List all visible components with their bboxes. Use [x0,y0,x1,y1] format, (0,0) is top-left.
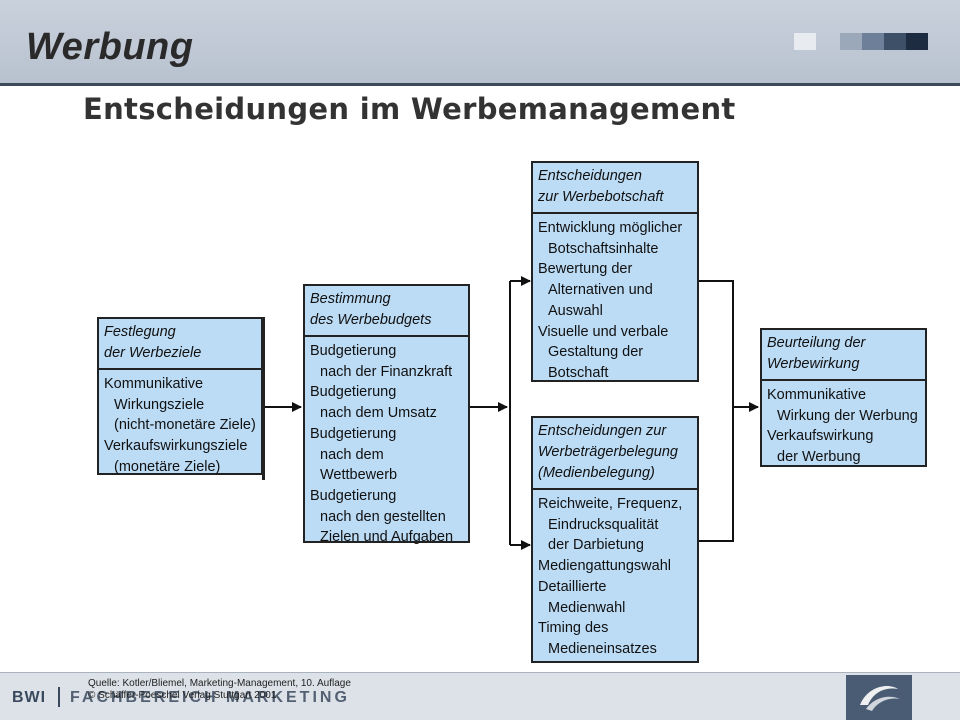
box-werbeziele: Festlegung der Werbeziele Kommunikative … [97,317,263,475]
box-werbeziele-edge [262,317,265,480]
department-text: FACHBEREICH MARKETING [70,689,350,706]
box-werbebotschaft-body: Entwicklung möglicher Botschaftsinhalte … [538,220,683,381]
box-werbewirkung-head: Beurteilung der Werbewirkung [762,330,925,381]
box-werbewirkung: Beurteilung der Werbewirkung Kommunikati… [760,328,927,467]
org-logo-text: BWI [12,689,47,706]
box-werbeziele-body: Kommunikative Wirkungsziele (nicht-monet… [104,376,256,475]
source-note: Quelle: Kotler/Bliemel, Marketing-Manage… [88,678,351,701]
box-werbeziele-head: Festlegung der Werbeziele [99,319,261,370]
footer-band [0,672,960,720]
merge-from-botschaft [699,280,734,542]
box-werbebotschaft: Entscheidungen zur Werbebotschaft Entwic… [531,161,699,382]
box-werbebudget-head: Bestimmung des Werbebudgets [305,286,468,337]
box-werbebudget-body: Budgetierung nach der Finanzkraft Budget… [310,343,454,546]
box-medienbelegung-body: Reichweite, Frequenz, Eindrucksqualität … [538,496,683,657]
slide-title: Werbung [26,26,194,68]
box-werbewirkung-body: Kommunikative Wirkung der Werbung Verkau… [767,387,918,466]
box-medienbelegung: Entscheidungen zur Werbeträgerbelegung (… [531,416,699,663]
footer-divider [58,687,60,707]
slide-subtitle: Entscheidungen im Werbemanagement [83,92,736,126]
brand-logo-icon [846,675,912,720]
box-werbebotschaft-head: Entscheidungen zur Werbebotschaft [533,163,697,214]
box-medienbelegung-head: Entscheidungen zur Werbeträgerbelegung (… [533,418,697,490]
box-werbebudget: Bestimmung des Werbebudgets Budgetierung… [303,284,470,545]
swirl-icon [860,686,900,711]
